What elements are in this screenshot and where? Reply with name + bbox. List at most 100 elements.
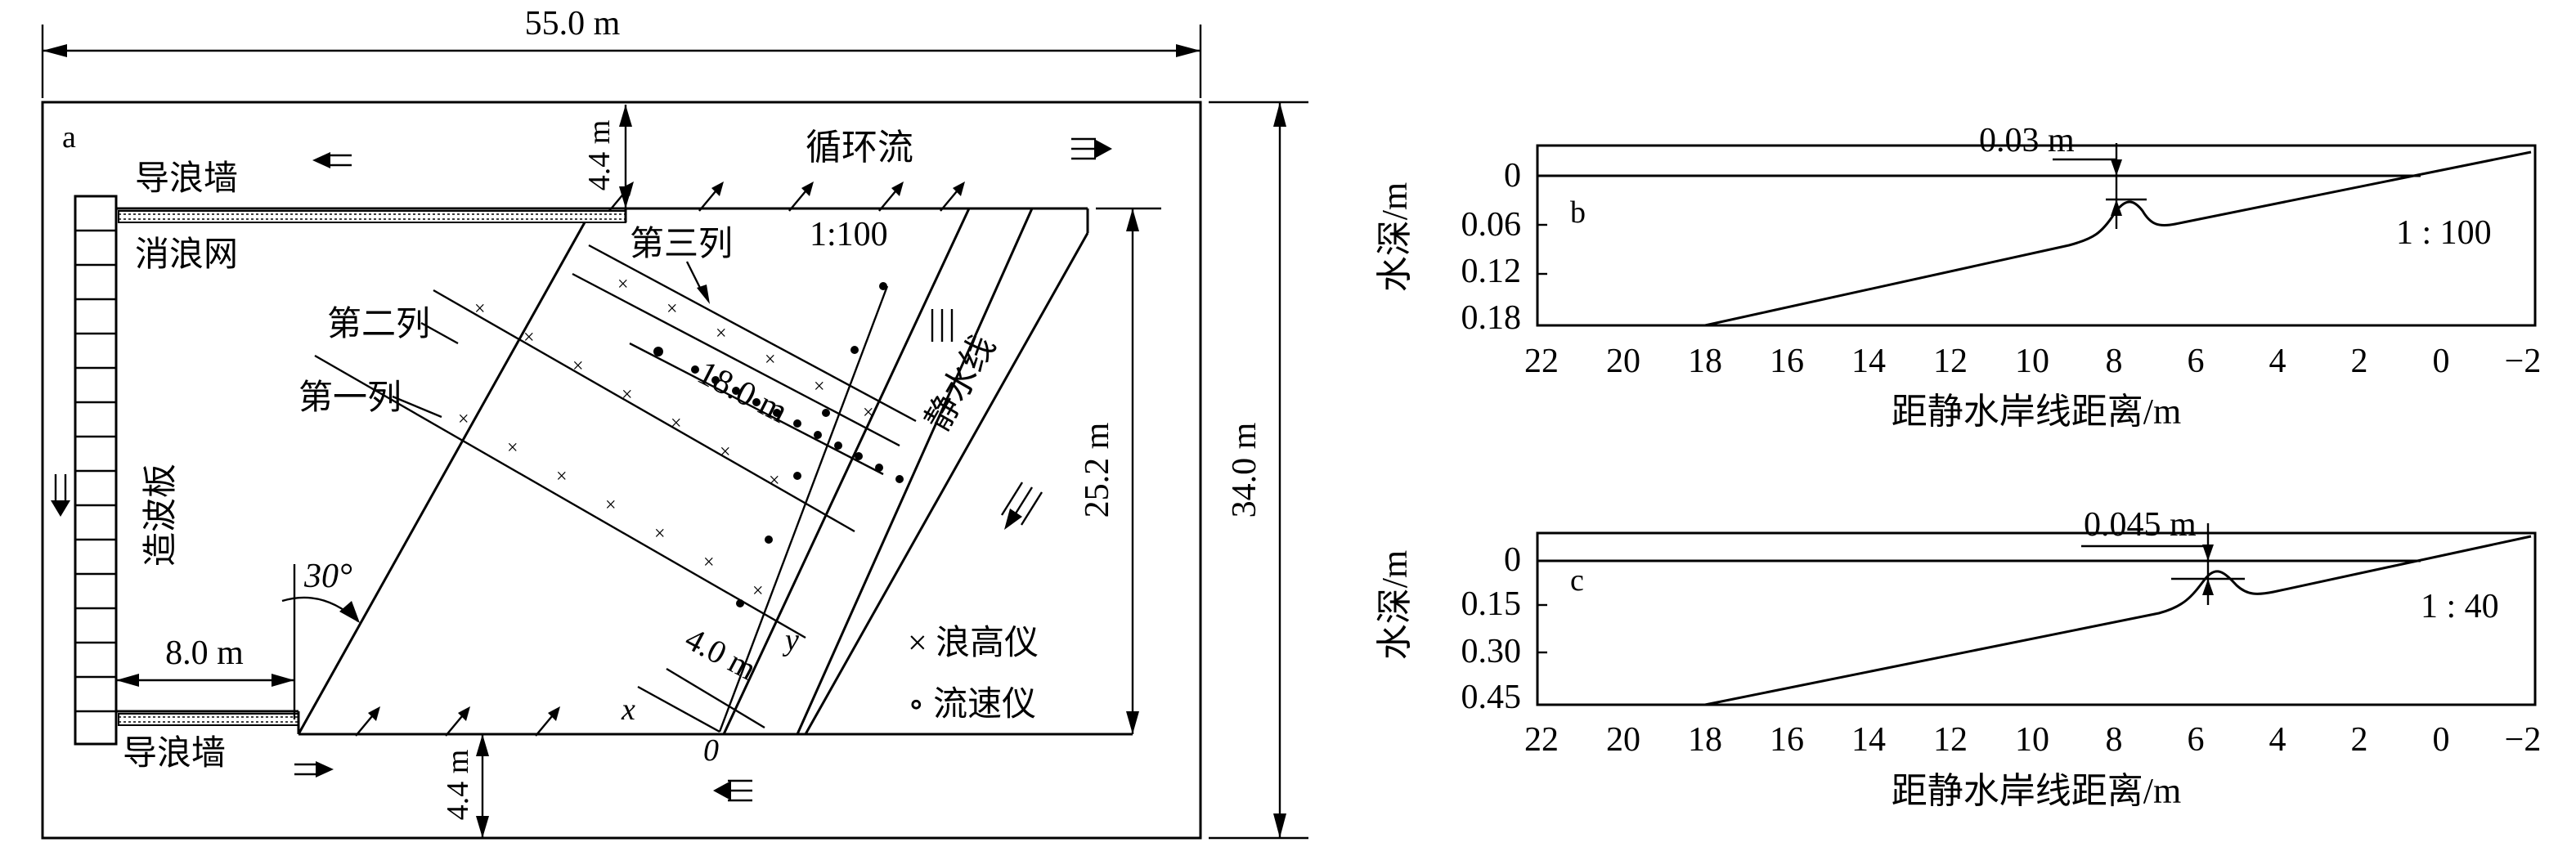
slope-label: 1:100 xyxy=(810,216,888,253)
panel-b-xtick: 22 xyxy=(1524,343,1559,380)
wave-gauge-markers: × × × × × × × × × × × × × × × × × × × × xyxy=(458,274,874,602)
absorber-label: 消浪网 xyxy=(135,235,238,274)
panel-b-xtick: 20 xyxy=(1606,343,1640,380)
dim-array-length-label: 18.0 m xyxy=(691,354,793,431)
flow-left-arrow-top xyxy=(312,152,352,168)
panel-b-xtick: 14 xyxy=(1851,343,1886,380)
panel-c-ylabel: 水深/m xyxy=(1375,550,1415,660)
legend-velocity-meter: ∘ 流速仪 xyxy=(908,686,1036,724)
width-dimension: 55.0 m xyxy=(41,5,1202,98)
origin-label: 0 xyxy=(703,733,719,768)
panel-c-xtick: 6 xyxy=(2188,721,2205,759)
panel-b-x-axis: 22 20 18 16 14 12 10 8 6 4 2 0 −2 xyxy=(1524,343,2541,380)
panel-c-ytick-3: 0.45 xyxy=(1461,679,1522,716)
array-length-dimension: 18.0 m xyxy=(629,342,884,476)
flow-right-arrow-top xyxy=(1071,137,1112,160)
svg-text:×: × xyxy=(769,470,780,491)
svg-text:×: × xyxy=(605,495,617,516)
panel-b-ytick-3: 0.18 xyxy=(1461,299,1522,337)
panel-b-bed-profile xyxy=(1704,150,2532,327)
velocity-meter-markers xyxy=(653,282,904,607)
axis-x-label: x xyxy=(621,692,635,727)
panel-b-ytick-0: 0 xyxy=(1504,157,1521,195)
panel-c-xtick: −2 xyxy=(2505,721,2542,759)
svg-text:×: × xyxy=(507,437,518,459)
gauge-row-2: 第二列 xyxy=(327,289,855,533)
basin-outline xyxy=(297,207,1133,736)
svg-text:×: × xyxy=(622,384,633,406)
angle-label: 30° xyxy=(303,558,352,595)
panel-b-xtick: 18 xyxy=(1688,343,1722,380)
coordinate-axes: 0 x y 1:100 xyxy=(621,216,889,768)
svg-text:×: × xyxy=(666,298,678,320)
gauge-row-3: 第三列 xyxy=(572,226,917,447)
svg-text:×: × xyxy=(458,409,469,430)
panel-label-a: a xyxy=(62,120,76,155)
panel-b-slope-label: 1 : 100 xyxy=(2396,214,2492,252)
panel-b: b 1 : 100 0.03 m 0 0.06 0.12 0.18 水深/m 2… xyxy=(1375,122,2541,432)
dim-basin-label: 25.2 m xyxy=(1079,422,1116,518)
panel-c: c 1 : 40 0.045 m 0 0.15 0.30 0.45 水深/m 2… xyxy=(1375,506,2541,811)
panel-b-xtick: 16 xyxy=(1770,343,1804,380)
panel-b-annotation-label: 0.03 m xyxy=(1979,122,2075,159)
panel-b-xtick: 12 xyxy=(1933,343,1968,380)
svg-text:×: × xyxy=(474,298,486,320)
panel-c-xtick: 8 xyxy=(2106,721,2123,759)
panel-c-ytick-0: 0 xyxy=(1504,541,1521,579)
basin-dimension: 25.2 m xyxy=(1079,207,1161,734)
svg-text:×: × xyxy=(617,274,629,295)
panel-b-y-axis: 0 0.06 0.12 0.18 水深/m xyxy=(1375,157,1547,337)
panel-a: 55.0 m a 34.0 m xyxy=(41,5,1308,840)
panel-b-xtick: 10 xyxy=(2015,343,2049,380)
panel-b-ytick-1: 0.06 xyxy=(1461,206,1522,244)
top-guide-wall: 导浪墙 消浪网 xyxy=(116,152,627,274)
dim-height-label: 34.0 m xyxy=(1226,422,1263,518)
panel-c-frame xyxy=(1536,531,2537,706)
svg-text:×: × xyxy=(572,356,584,377)
gauge-row-1: 第一列 xyxy=(298,354,806,639)
flow-diagonal-arrow xyxy=(1000,482,1043,530)
panel-c-annotation: 0.045 m xyxy=(2081,506,2245,605)
shoreline xyxy=(722,208,971,735)
incident-wave-arrows xyxy=(355,182,965,737)
svg-text:×: × xyxy=(654,523,666,544)
panel-c-xtick: 2 xyxy=(2351,721,2368,759)
svg-text:×: × xyxy=(716,323,727,344)
panel-b-xtick: 2 xyxy=(2351,343,2368,380)
dim-bottom-gap-label: 4.4 m xyxy=(441,750,475,821)
panel-c-xtick: 16 xyxy=(1770,721,1804,759)
panel-c-xtick: 12 xyxy=(1933,721,1968,759)
panel-b-xtick: 4 xyxy=(2269,343,2287,380)
panel-c-xlabel: 距静水岸线距离/m xyxy=(1892,771,2181,811)
panel-b-frame xyxy=(1536,144,2537,327)
dim-width-label: 55.0 m xyxy=(525,5,621,43)
row3-label: 第三列 xyxy=(630,226,733,263)
flow-right-arrow-bottom xyxy=(294,761,334,778)
wavemaker: 造波板 xyxy=(51,195,180,746)
panel-c-annotation-label: 0.045 m xyxy=(2084,506,2197,544)
svg-text:×: × xyxy=(814,376,825,397)
panel-b-ytick-2: 0.12 xyxy=(1461,253,1522,290)
current-marks xyxy=(931,309,954,342)
panel-b-ylabel: 水深/m xyxy=(1375,182,1415,292)
bottom-gap-dimension: 4.4 m xyxy=(441,734,489,838)
panel-c-x-axis: 22 20 18 16 14 12 10 8 6 4 2 0 −2 xyxy=(1524,721,2541,759)
svg-text:×: × xyxy=(703,552,715,573)
panel-b-xlabel: 距静水岸线距离/m xyxy=(1892,392,2181,432)
panel-b-xtick: −2 xyxy=(2505,343,2542,380)
panel-c-xtick: 18 xyxy=(1688,721,1722,759)
guide-wall-top-label: 导浪墙 xyxy=(135,159,238,198)
dim-gauge-spacing-label: 4.0 m xyxy=(680,620,763,688)
svg-text:×: × xyxy=(752,580,764,602)
panel-b-label: b xyxy=(1570,195,1586,230)
panel-b-annotation: 0.03 m xyxy=(1979,122,2147,229)
svg-text:×: × xyxy=(720,441,731,463)
panel-b-xtick: 6 xyxy=(2188,343,2205,380)
circulation-label: 循环流 xyxy=(806,128,913,168)
legend-wave-gauge: × 浪高仪 xyxy=(908,624,1039,662)
wavemaker-gap-dimension: 8.0 m xyxy=(116,564,296,719)
angle-marker: 30° xyxy=(281,558,360,623)
panel-c-xtick: 20 xyxy=(1606,721,1640,759)
dim-top-gap-label: 4.4 m xyxy=(582,120,617,191)
